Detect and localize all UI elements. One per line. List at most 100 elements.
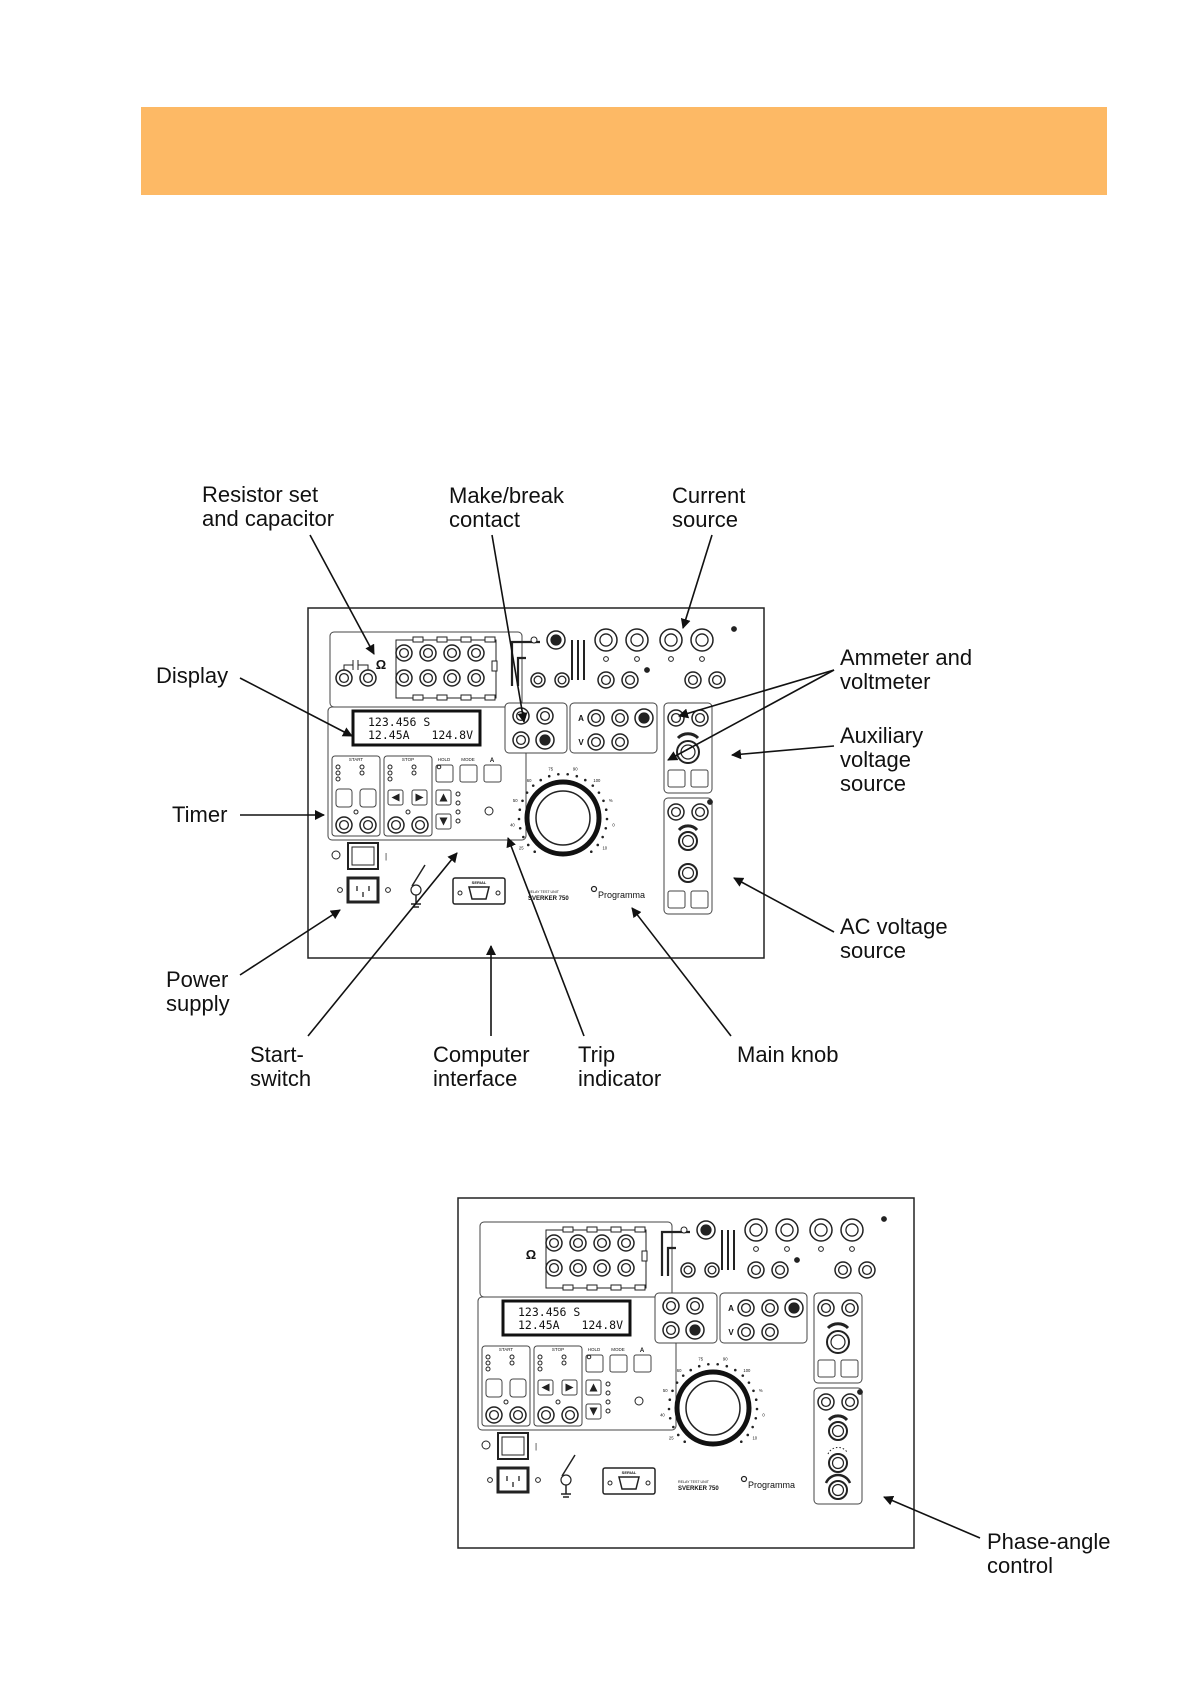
callout-display: Display	[156, 663, 229, 688]
dial-mark-label: 40	[660, 1412, 665, 1417]
dial-tick	[525, 791, 529, 794]
socket-inner	[390, 819, 402, 831]
stop-label: STOP	[402, 757, 414, 762]
mode-button	[459, 764, 478, 783]
led-indicator	[411, 764, 417, 770]
hold-button	[435, 764, 454, 783]
dial-mark-label: %	[759, 1388, 763, 1393]
ac-knob-scale	[827, 1414, 849, 1422]
main-knob-cap	[685, 1380, 741, 1436]
led-indicator	[707, 799, 713, 805]
mains-inlet	[496, 1466, 530, 1494]
model-name: SVERKER 750	[528, 896, 569, 902]
socket-inner	[590, 712, 602, 724]
led-indicator	[359, 764, 365, 770]
aux-knob-scale	[826, 1322, 850, 1330]
led-indicator	[385, 887, 391, 893]
socket-inner	[624, 674, 636, 686]
start-switch-terminal	[560, 1474, 572, 1486]
socket-inner	[774, 1264, 786, 1276]
start-switch-terminal	[410, 884, 422, 896]
socket-inner	[837, 1264, 849, 1276]
lcd-line-1: 123.456 S	[368, 715, 430, 729]
resistor-symbol	[641, 1250, 648, 1262]
dial-mark-label: 10	[602, 845, 607, 850]
contact-symbol	[660, 1230, 690, 1276]
socket-inner	[740, 1302, 752, 1314]
ac-range-button	[667, 890, 686, 909]
start-switch-symbol	[411, 864, 426, 908]
dial-mark-label: 25	[519, 845, 524, 850]
dial-tick	[583, 778, 587, 782]
ammeter-symbol: A	[578, 714, 584, 723]
aux-range-button	[817, 1359, 836, 1378]
led-indicator	[455, 818, 461, 824]
led-indicator	[634, 656, 640, 662]
socket-inner	[548, 1237, 560, 1249]
aux-range-button	[690, 769, 709, 788]
socket-inner	[590, 736, 602, 748]
serial-label: SERIAL	[472, 880, 487, 885]
dial-tick	[604, 808, 608, 812]
led-indicator	[387, 770, 393, 776]
dial-mark-label: 90	[723, 1356, 728, 1361]
socket-inner	[788, 1302, 800, 1314]
socket-inner	[620, 1262, 632, 1274]
callout-timer: Timer	[172, 802, 228, 827]
led-indicator	[337, 887, 343, 893]
brand-mark	[740, 1475, 748, 1483]
socket-inner	[422, 647, 434, 659]
socket-inner	[470, 647, 482, 659]
socket-inner	[695, 633, 709, 647]
resistor-symbol	[634, 1284, 646, 1291]
resistor-symbol	[562, 1226, 574, 1233]
dial-tick	[518, 826, 522, 830]
socket-inner	[596, 1262, 608, 1274]
socket-inner	[422, 672, 434, 684]
phase-scale	[827, 1446, 848, 1455]
arrow-glyph	[589, 1407, 598, 1416]
dial-tick	[533, 850, 537, 854]
ac-range-knob-inner	[681, 866, 695, 880]
stop-block	[533, 1345, 583, 1427]
dial-tick	[668, 1416, 672, 1420]
lcd-line-2-voltage: 124.8V	[581, 1318, 623, 1332]
led-indicator	[668, 656, 674, 662]
socket-inner	[844, 1396, 856, 1408]
mode-label: MODE	[461, 757, 475, 762]
dial-mark-label: 40	[510, 822, 515, 827]
ammeter-symbol: A	[728, 1304, 734, 1313]
dial-tick	[547, 774, 551, 778]
socket-inner	[780, 1223, 794, 1237]
socket-inner	[550, 634, 562, 646]
socket-inner	[664, 633, 678, 647]
dial-tick	[566, 772, 569, 776]
socket-inner	[614, 736, 626, 748]
socket-inner	[596, 1237, 608, 1249]
led-indicator	[605, 1381, 611, 1387]
dial-tick	[667, 1407, 671, 1411]
arrow-phase-angle	[883, 1495, 981, 1539]
resistor-symbol	[484, 694, 496, 701]
socket-inner	[845, 1223, 859, 1237]
lcd-line-2-current: 12.45A	[368, 728, 410, 742]
arrow-glyph	[391, 793, 400, 802]
make-break-contact	[510, 630, 585, 688]
dial-tick	[596, 843, 600, 847]
arrow-start-switch	[307, 852, 458, 1037]
brand-logo: Programma	[748, 1480, 795, 1490]
socket-inner	[820, 1302, 832, 1314]
resistor-symbol	[436, 636, 448, 643]
db9-connector	[468, 886, 490, 900]
socket-inner	[764, 1326, 776, 1338]
dial-tick	[707, 1362, 710, 1366]
led-indicator	[455, 800, 461, 806]
brand-mark	[590, 885, 598, 893]
